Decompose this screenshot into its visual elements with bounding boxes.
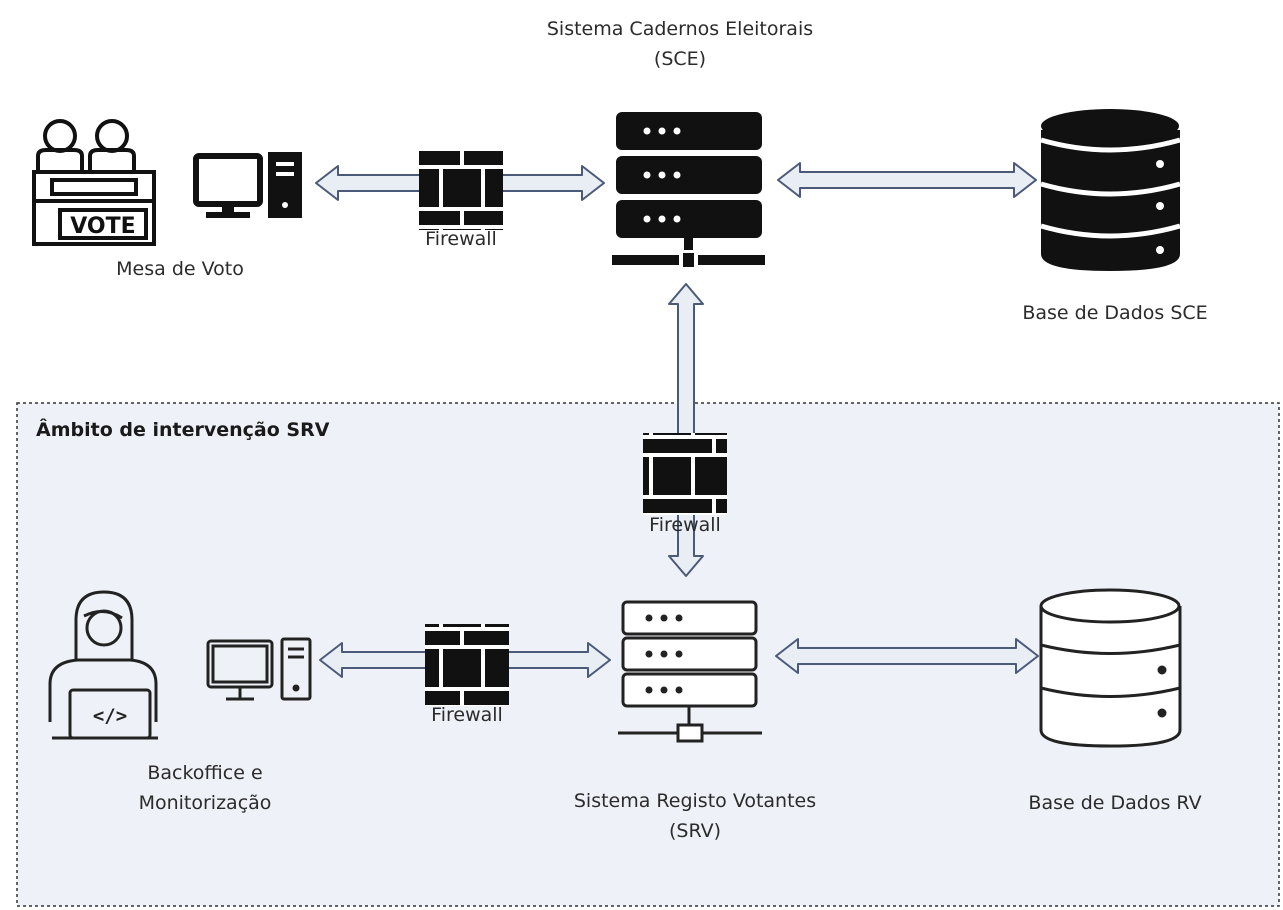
database-sce-icon	[1040, 109, 1181, 271]
srv-label-line1: Sistema Registo Votantes	[573, 790, 817, 812]
desktop-computer-outline-icon	[206, 637, 312, 701]
arrow-srv-db	[775, 638, 1039, 674]
arrow-sce-db	[777, 162, 1037, 198]
srv-label: Sistema Registo Votantes (SRV)	[530, 786, 860, 846]
database-sce-label: Base de Dados SCE	[1022, 302, 1208, 324]
srv-zone-title: Âmbito de intervenção SRV	[36, 419, 330, 441]
backoffice-label-line2: Monitorização	[138, 792, 272, 814]
firewall-top-icon	[419, 148, 503, 230]
arrow-sce-srv	[668, 283, 704, 577]
firewall-vertical-label: Firewall	[649, 514, 721, 536]
desktop-computer-icon	[193, 152, 302, 218]
database-rv-label: Base de Dados RV	[1028, 792, 1202, 814]
srv-server-icon	[618, 600, 762, 743]
ballot-vote-text: VOTE	[70, 214, 135, 239]
firewall-bottom-icon	[425, 624, 509, 706]
database-rv-icon	[1039, 588, 1182, 748]
firewall-vertical-icon	[643, 433, 727, 515]
sce-title: Sistema Cadernos Eleitorais (SCE)	[510, 14, 850, 74]
srv-label-line2: (SRV)	[668, 820, 722, 842]
sce-title-line1: Sistema Cadernos Eleitorais	[546, 18, 814, 40]
firewall-bottom-label: Firewall	[431, 704, 503, 726]
backoffice-user-icon	[48, 590, 158, 740]
backoffice-label-line1: Backoffice e	[147, 762, 263, 784]
mesa-de-voto-label: Mesa de Voto	[116, 258, 244, 280]
voters-ballot-icon	[32, 119, 156, 246]
laptop-code-icon: </>	[93, 705, 127, 727]
sce-server-icon	[612, 112, 765, 267]
firewall-top-label: Firewall	[425, 228, 497, 250]
sce-title-line2: (SCE)	[653, 48, 707, 70]
srv-server-leds	[645, 614, 683, 694]
backoffice-label: Backoffice e Monitorização	[110, 758, 300, 818]
